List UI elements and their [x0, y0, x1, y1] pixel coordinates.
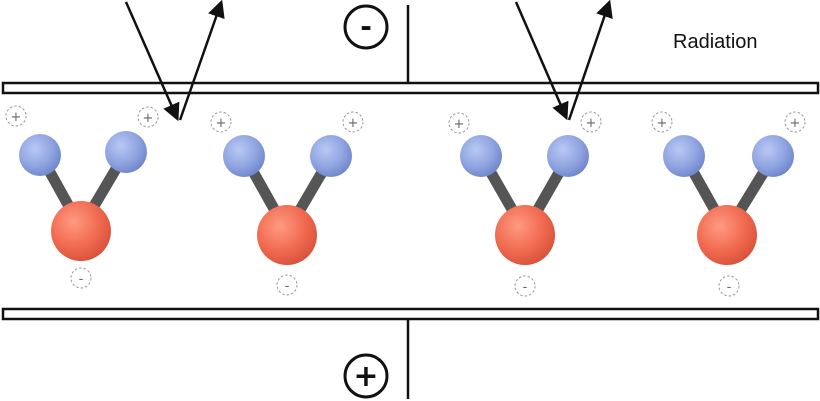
radiation-arrow-icon	[124, 1, 180, 122]
positive-charge-symbol: +	[348, 116, 359, 131]
positive-charge-icon	[5, 105, 27, 127]
hydrogen-atom	[663, 135, 705, 177]
hydrogen-atom	[460, 135, 502, 177]
minus-circle-icon	[343, 4, 389, 50]
positive-charge-icon	[580, 111, 602, 133]
negative-charge-symbol: -	[285, 279, 290, 294]
negative-charge-icon	[514, 275, 536, 297]
radiation-arrow-icon	[178, 0, 225, 121]
hydrogen-atom	[310, 135, 352, 177]
negative-terminal-symbol: -	[360, 10, 372, 43]
positive-charge-icon	[342, 111, 364, 133]
water-molecule: + + -	[651, 111, 806, 297]
positive-charge-icon	[210, 111, 232, 133]
hydrogen-atom	[105, 131, 147, 173]
positive-charge-symbol: +	[586, 116, 597, 131]
oxygen-atom	[51, 201, 111, 261]
positive-charge-symbol: +	[657, 116, 668, 131]
positive-charge-icon	[784, 111, 806, 133]
bottom-plate	[1, 307, 820, 321]
negative-charge-symbol: -	[523, 280, 528, 295]
radiation-arrows-left	[124, 0, 225, 122]
hydrogen-atom	[19, 134, 61, 176]
negative-charge-icon	[276, 274, 298, 296]
oxygen-atom	[697, 205, 757, 265]
positive-terminal-symbol: +	[353, 359, 378, 394]
top-plate	[1, 81, 820, 95]
radiation-arrow-icon	[567, 0, 613, 121]
positive-terminal: +	[343, 320, 410, 399]
oxygen-atom	[257, 205, 317, 265]
positive-charge-symbol: +	[790, 116, 801, 131]
negative-charge-icon	[70, 267, 92, 289]
water-molecule: + + -	[5, 105, 159, 289]
positive-charge-symbol: +	[11, 110, 22, 125]
radiation-arrows-right	[514, 0, 613, 121]
plus-circle-icon	[343, 353, 389, 399]
positive-charge-symbol: +	[143, 111, 154, 126]
hydrogen-atom	[223, 135, 265, 177]
radiation-label: Radiation	[673, 31, 758, 53]
radiation-arrow-icon	[514, 1, 569, 121]
negative-charge-icon	[718, 275, 740, 297]
water-molecule: + + -	[210, 111, 364, 296]
negative-charge-symbol: -	[79, 272, 84, 287]
water-molecule: + + -	[448, 111, 602, 297]
oxygen-atom	[495, 205, 555, 265]
positive-charge-icon	[651, 111, 673, 133]
positive-charge-symbol: +	[216, 116, 227, 131]
negative-terminal: -	[343, 4, 410, 82]
hydrogen-atom	[752, 135, 794, 177]
positive-charge-symbol: +	[454, 117, 465, 132]
molecules-group: + + - + + - +	[5, 105, 806, 297]
hydrogen-atom	[547, 135, 589, 177]
positive-charge-icon	[448, 112, 470, 134]
positive-charge-icon	[137, 106, 159, 128]
negative-charge-symbol: -	[727, 280, 732, 295]
